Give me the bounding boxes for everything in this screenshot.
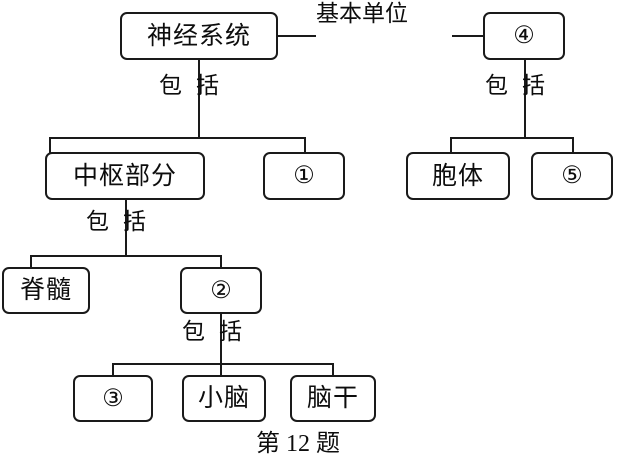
connector-unit-bus bbox=[450, 137, 574, 139]
node-blank-4: ④ bbox=[483, 12, 565, 60]
connector-unit-drop-soma bbox=[450, 137, 452, 154]
edge-label-includes-root-b: 括 bbox=[196, 73, 219, 98]
connector-root-to-unit-left bbox=[278, 35, 316, 37]
connector-central-drop-spinal bbox=[30, 255, 32, 269]
edge-label-includes-central-b: 括 bbox=[123, 209, 146, 234]
connector-root-stem bbox=[198, 60, 200, 138]
connector-root-to-unit-right bbox=[452, 35, 483, 37]
node-nervous-system: 神经系统 bbox=[120, 12, 278, 60]
connector-central-bus bbox=[30, 255, 222, 257]
edge-label-includes-root-a: 包 bbox=[159, 73, 182, 98]
node-blank-5: ⑤ bbox=[531, 152, 613, 200]
node-soma: 胞体 bbox=[406, 152, 510, 200]
edge-label-includes-blank2-b: 括 bbox=[219, 319, 242, 344]
edge-label-includes-unit: 包括 bbox=[485, 74, 545, 97]
connector-root-bus bbox=[49, 137, 306, 139]
node-central-part: 中枢部分 bbox=[45, 152, 205, 200]
connector-central-stem bbox=[125, 200, 127, 256]
connector-blank2-drop-brainstem bbox=[332, 363, 334, 377]
edge-label-includes-unit-b: 括 bbox=[522, 73, 545, 98]
edge-label-includes-blank2-a: 包 bbox=[182, 319, 205, 344]
node-blank-1: ① bbox=[263, 152, 345, 200]
connector-unit-stem bbox=[524, 60, 526, 138]
node-brainstem: 脑干 bbox=[290, 375, 376, 422]
edge-label-includes-blank2: 包括 bbox=[182, 320, 242, 343]
node-blank-2: ② bbox=[180, 267, 262, 314]
connector-root-drop-blank1 bbox=[304, 137, 306, 154]
figure-caption: 第 12 题 bbox=[256, 431, 340, 457]
connector-central-drop-blank2 bbox=[220, 255, 222, 269]
connector-blank2-bus bbox=[112, 363, 334, 365]
edge-label-includes-central-a: 包 bbox=[86, 209, 109, 234]
edge-label-includes-root: 包括 bbox=[159, 74, 219, 97]
connector-blank2-drop-cerebellum bbox=[220, 363, 222, 377]
node-blank-3: ③ bbox=[73, 375, 153, 422]
connector-unit-drop-blank5 bbox=[572, 137, 574, 154]
node-spinal-cord: 脊髓 bbox=[2, 267, 90, 314]
connector-root-drop-central bbox=[49, 137, 51, 154]
edge-label-includes-unit-a: 包 bbox=[485, 73, 508, 98]
connector-blank2-drop-blank3 bbox=[112, 363, 114, 377]
node-cerebellum: 小脑 bbox=[182, 375, 266, 422]
edge-label-includes-central: 包括 bbox=[86, 210, 146, 233]
edge-label-basic-unit: 基本单位 bbox=[316, 1, 408, 26]
connector-blank2-stem bbox=[220, 314, 222, 364]
